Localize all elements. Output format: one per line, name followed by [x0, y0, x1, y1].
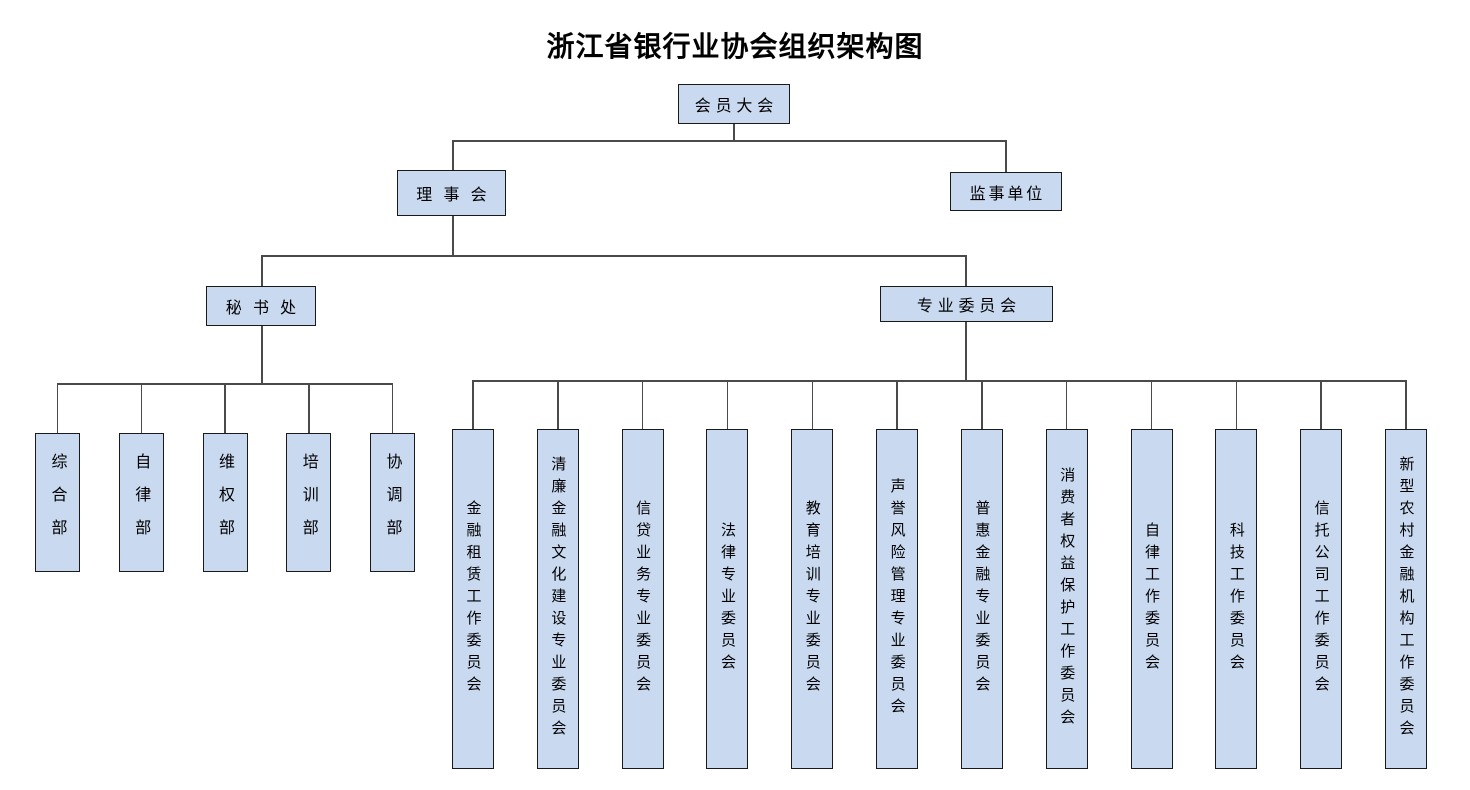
node-label: 新型农村金融机构工作委员会: [1397, 456, 1416, 742]
node-box: 维权部: [202, 433, 248, 572]
connector-to-supervisor: [1005, 140, 1007, 172]
departments-row: 综合部 自律部 维权部 培训部 协调部: [35, 383, 415, 572]
connector-line: [981, 380, 983, 429]
connector-line: [140, 383, 142, 433]
committee-node: 新型农村金融机构工作委员会: [1384, 380, 1427, 769]
node-box: 金融租赁工作委员会: [452, 429, 494, 769]
connector-line: [896, 380, 898, 429]
node-box: 消费者权益保护工作委员会: [1045, 429, 1088, 769]
node-secretariat: 秘书处: [206, 286, 316, 326]
committee-node: 声誉风险管理专业委员会: [876, 380, 919, 769]
connector-council-down: [452, 216, 454, 256]
committee-node: 普惠金融专业委员会: [960, 380, 1003, 769]
connector-line: [557, 380, 559, 429]
committee-node: 消费者权益保护工作委员会: [1045, 380, 1088, 769]
connector-level1-horizontal: [452, 140, 1006, 142]
node-label: 科技工作委员会: [1227, 522, 1246, 676]
department-node: 综合部: [35, 383, 80, 572]
connector-line: [472, 380, 474, 429]
node-box: 综合部: [35, 433, 80, 572]
connector-line: [641, 380, 644, 429]
department-node: 协调部: [370, 383, 415, 572]
node-box: 科技工作委员会: [1215, 429, 1258, 769]
connector-to-committee-group: [965, 255, 967, 286]
node-label: 会员大会: [694, 96, 778, 115]
node-label: 信托公司工作委员会: [1312, 500, 1331, 698]
node-label: 信贷业务专业委员会: [634, 500, 653, 698]
node-council: 理事会: [397, 170, 506, 216]
connector-committee-group-down: [965, 322, 967, 380]
connector-line: [56, 383, 59, 433]
connector-line: [308, 383, 310, 433]
committees-row: 金融租赁工作委员会 清廉金融文化建设专业委员会 信贷业务专业委员会 法律专业委员会 教育…: [452, 380, 1427, 769]
node-label: 教育培训专业委员会: [803, 500, 822, 698]
department-node: 自律部: [118, 383, 164, 572]
committee-node: 自律工作委员会: [1130, 380, 1173, 769]
node-label: 金融租赁工作委员会: [464, 500, 483, 698]
node-box: 信托公司工作委员会: [1300, 429, 1343, 769]
node-box: 自律部: [118, 433, 164, 572]
node-label: 自律部: [132, 453, 152, 552]
node-box: 清廉金融文化建设专业委员会: [536, 429, 579, 769]
node-label: 秘书处: [225, 298, 308, 317]
connector-line: [811, 380, 813, 429]
connector-line: [1235, 380, 1238, 429]
committee-node: 信托公司工作委员会: [1300, 380, 1343, 769]
connector-secretariat-down: [261, 326, 263, 383]
committee-node: 科技工作委员会: [1215, 380, 1258, 769]
node-box: 协调部: [370, 433, 415, 572]
connector-line: [391, 383, 394, 433]
node-label: 声誉风险管理专业委员会: [888, 478, 907, 720]
committee-node: 金融租赁工作委员会: [452, 380, 494, 769]
node-label: 自律工作委员会: [1143, 522, 1161, 676]
node-supervisory-units: 监事单位: [950, 172, 1062, 211]
node-label: 消费者权益保护工作委员会: [1058, 467, 1077, 731]
connector-line: [1320, 380, 1322, 429]
node-label: 监事单位: [969, 183, 1046, 203]
node-member-assembly: 会员大会: [678, 84, 790, 124]
connector-line: [224, 383, 226, 433]
node-label: 培训部: [299, 453, 319, 552]
node-label: 专业委员会: [916, 296, 1021, 315]
node-label: 普惠金融专业委员会: [973, 500, 992, 698]
node-box: 培训部: [286, 433, 332, 572]
connector-line: [1150, 380, 1153, 429]
committee-node: 法律专业委员会: [706, 380, 749, 769]
node-label: 理事会: [416, 185, 498, 204]
department-node: 维权部: [202, 383, 248, 572]
node-label: 综合部: [48, 453, 68, 552]
connector-root-down: [733, 123, 735, 141]
node-box: 教育培训专业委员会: [791, 429, 834, 769]
node-label: 法律专业委员会: [718, 522, 737, 676]
node-box: 法律专业委员会: [706, 429, 749, 769]
node-box: 新型农村金融机构工作委员会: [1384, 429, 1427, 769]
committee-node: 信贷业务专业委员会: [621, 380, 664, 769]
connector-level2-horizontal: [261, 255, 966, 257]
node-box: 自律工作委员会: [1130, 429, 1173, 769]
connector-line: [726, 380, 729, 429]
node-box: 普惠金融专业委员会: [960, 429, 1003, 769]
connector-line: [1065, 380, 1068, 429]
connector-to-secretariat: [261, 255, 263, 286]
node-label: 协调部: [383, 453, 403, 552]
node-label: 维权部: [216, 453, 235, 552]
connector-committees-horizontal: [472, 380, 1406, 382]
connector-to-council: [452, 140, 454, 170]
committee-node: 清廉金融文化建设专业委员会: [536, 380, 579, 769]
node-box: 声誉风险管理专业委员会: [876, 429, 919, 769]
node-box: 信贷业务专业委员会: [621, 429, 664, 769]
department-node: 培训部: [286, 383, 332, 572]
node-label: 清廉金融文化建设专业委员会: [549, 456, 568, 742]
chart-title: 浙江省银行业协会组织架构图: [546, 30, 924, 63]
connector-line: [1405, 380, 1407, 429]
node-professional-committees: 专业委员会: [880, 286, 1053, 322]
committee-node: 教育培训专业委员会: [791, 380, 834, 769]
